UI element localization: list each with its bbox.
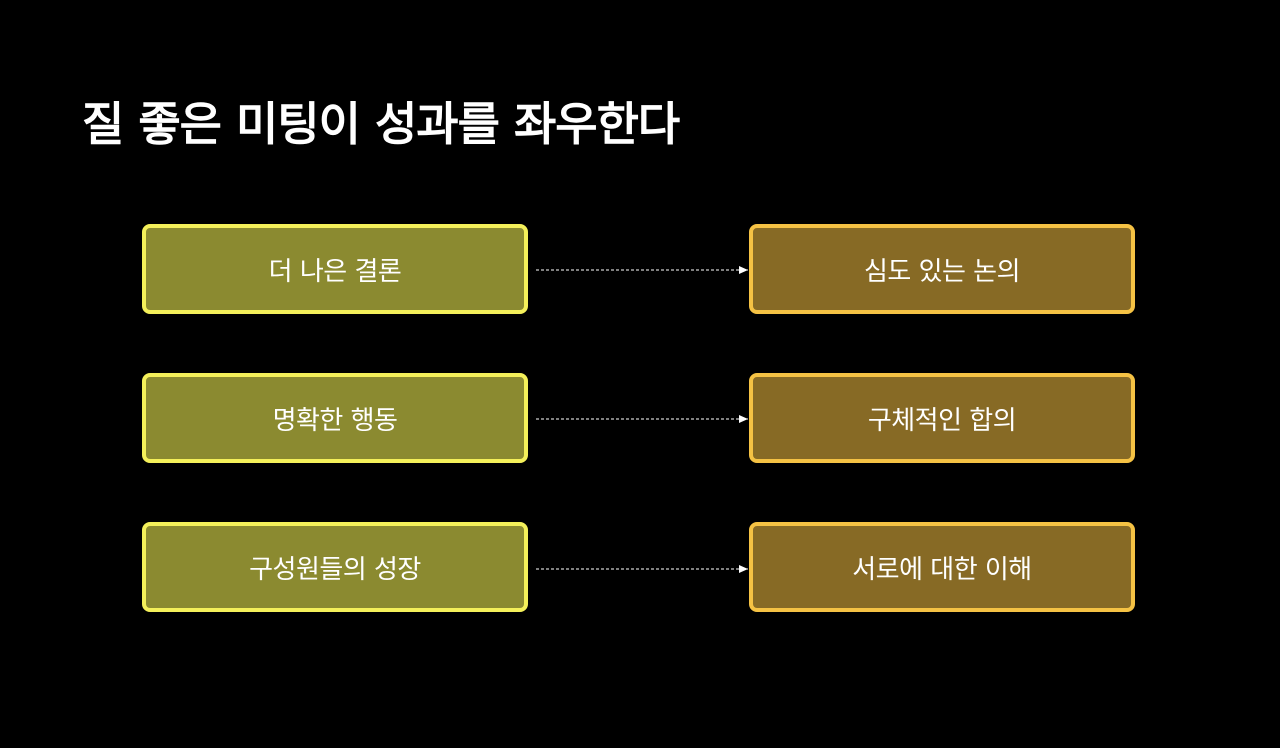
cause-box-1: 심도 있는 논의 xyxy=(749,224,1135,314)
result-box-2: 명확한 행동 xyxy=(142,373,528,463)
result-box-1: 더 나은 결론 xyxy=(142,224,528,314)
cause-box-3: 서로에 대한 이해 xyxy=(749,522,1135,612)
cause-box-2: 구체적인 합의 xyxy=(749,373,1135,463)
result-box-3: 구성원들의 성장 xyxy=(142,522,528,612)
page-title: 질 좋은 미팅이 성과를 좌우한다 xyxy=(82,97,680,151)
